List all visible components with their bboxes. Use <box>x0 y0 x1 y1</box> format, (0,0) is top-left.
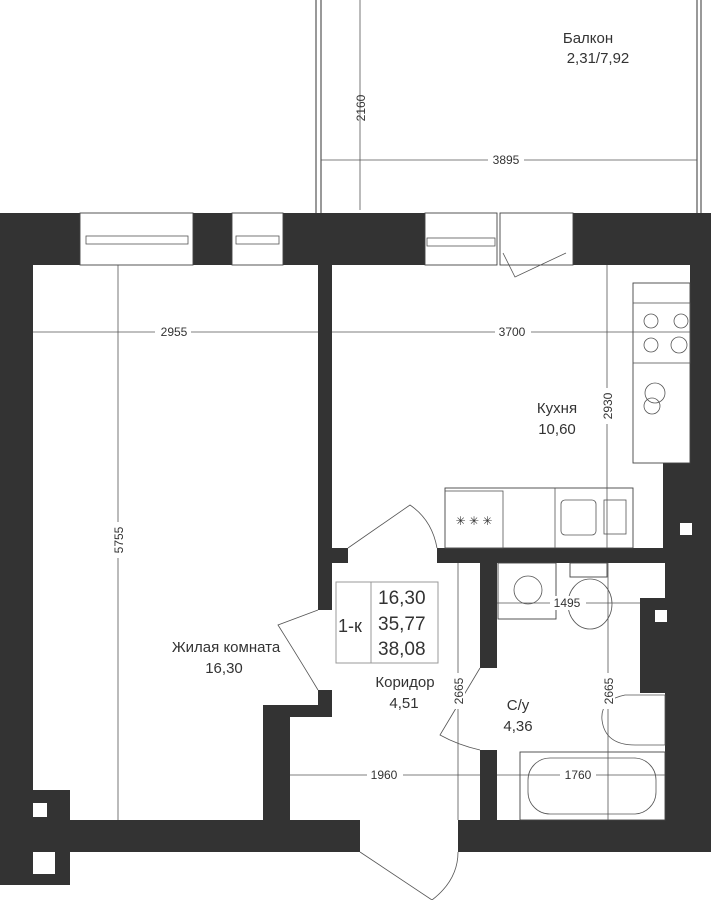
kitchen-fixtures: ✳ ✳ ✳ <box>444 282 691 549</box>
kitchen-area: 10,60 <box>538 421 576 438</box>
dim-living-depth: 5755 <box>112 526 126 553</box>
living-room-area: 16,30 <box>205 660 243 677</box>
kitchen-name: Кухня <box>537 400 577 417</box>
balcony-area: 2,31/7,92 <box>567 50 630 67</box>
living-area-total: 16,30 <box>378 588 426 609</box>
dim-balcony-width: 3895 <box>493 153 520 167</box>
bathroom-area: 4,36 <box>503 718 532 735</box>
dim-corridor-width: 1960 <box>371 768 398 782</box>
walls <box>0 213 711 885</box>
corridor-name: Коридор <box>375 674 434 691</box>
total-area-with-balcony: 38,08 <box>378 639 426 660</box>
dimension-lines <box>33 0 697 820</box>
living-room-name: Жилая комната <box>172 639 281 656</box>
bathroom-name: С/у <box>507 697 530 714</box>
apartment-type: 1-к <box>338 616 362 636</box>
dim-living-width: 2955 <box>161 325 188 339</box>
dim-bath-length: 1760 <box>565 768 592 782</box>
dim-kitchen-depth: 2930 <box>601 392 615 419</box>
svg-text:✳ ✳ ✳: ✳ ✳ ✳ <box>456 514 493 528</box>
dim-balcony-depth: 2160 <box>354 94 368 121</box>
dim-kitchen-width: 3700 <box>499 325 526 339</box>
total-area: 35,77 <box>378 614 426 635</box>
balcony <box>315 0 702 213</box>
windows <box>79 212 574 278</box>
dim-bathroom-width: 1495 <box>554 596 581 610</box>
dim-bathroom-depth: 2665 <box>602 677 616 704</box>
balcony-name: Балкон <box>563 30 613 47</box>
dim-corridor-depth: 2665 <box>452 677 466 704</box>
bathroom-fixtures <box>497 562 666 821</box>
apartment-summary: 1-к 16,30 35,77 38,08 <box>335 581 439 664</box>
corridor-area: 4,51 <box>389 695 418 712</box>
